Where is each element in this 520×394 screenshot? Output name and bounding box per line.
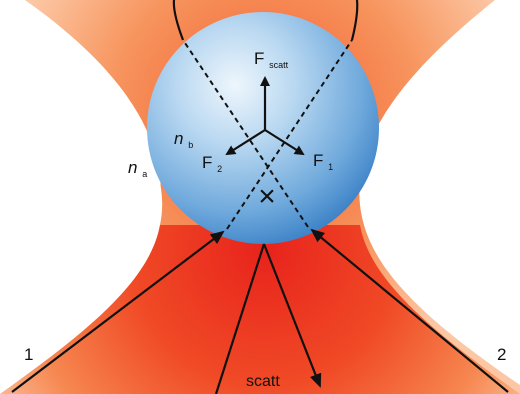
ray-2-outgoing (172, 0, 185, 41)
label-f1-main: F (313, 151, 323, 170)
label-n-b-main: n (174, 129, 183, 148)
label-n-b: n b (174, 129, 193, 150)
dielectric-sphere (147, 12, 379, 244)
label-scatt: scatt (246, 373, 280, 390)
label-n-a-main: n (128, 158, 137, 177)
label-f-scatt-main: F (254, 49, 264, 68)
ray-1-inside-dashed (226, 39, 353, 230)
label-f-scatt: F scatt (254, 49, 289, 70)
label-f2-main: F (202, 153, 212, 172)
beam-right-clear-region (359, 0, 520, 385)
label-n-a-sub: a (142, 169, 147, 179)
ray-2-incoming (310, 228, 509, 393)
force-1-arrow (264, 129, 305, 156)
focus-mark: × (258, 180, 276, 213)
ray-2-inside-dashed (182, 39, 309, 228)
beam-left-clear-region (0, 0, 161, 385)
label-ray-1: 1 (24, 345, 33, 364)
label-f1: F 1 (313, 151, 333, 172)
force-2-arrow (225, 129, 266, 156)
ray-1-outgoing (350, 0, 359, 41)
scattered-ray-right (262, 243, 322, 388)
label-n-b-sub: b (188, 140, 193, 150)
label-ray-2: 2 (497, 345, 506, 364)
label-f2-sub: 2 (217, 164, 222, 174)
label-f1-sub: 1 (328, 162, 333, 172)
laser-beam-lower (0, 225, 520, 394)
scattered-ray-left (214, 243, 266, 394)
label-f2: F 2 (202, 153, 222, 174)
label-n-a: n a (128, 158, 147, 179)
label-f-scatt-sub: scatt (269, 60, 289, 70)
ray-1-incoming (11, 230, 225, 393)
